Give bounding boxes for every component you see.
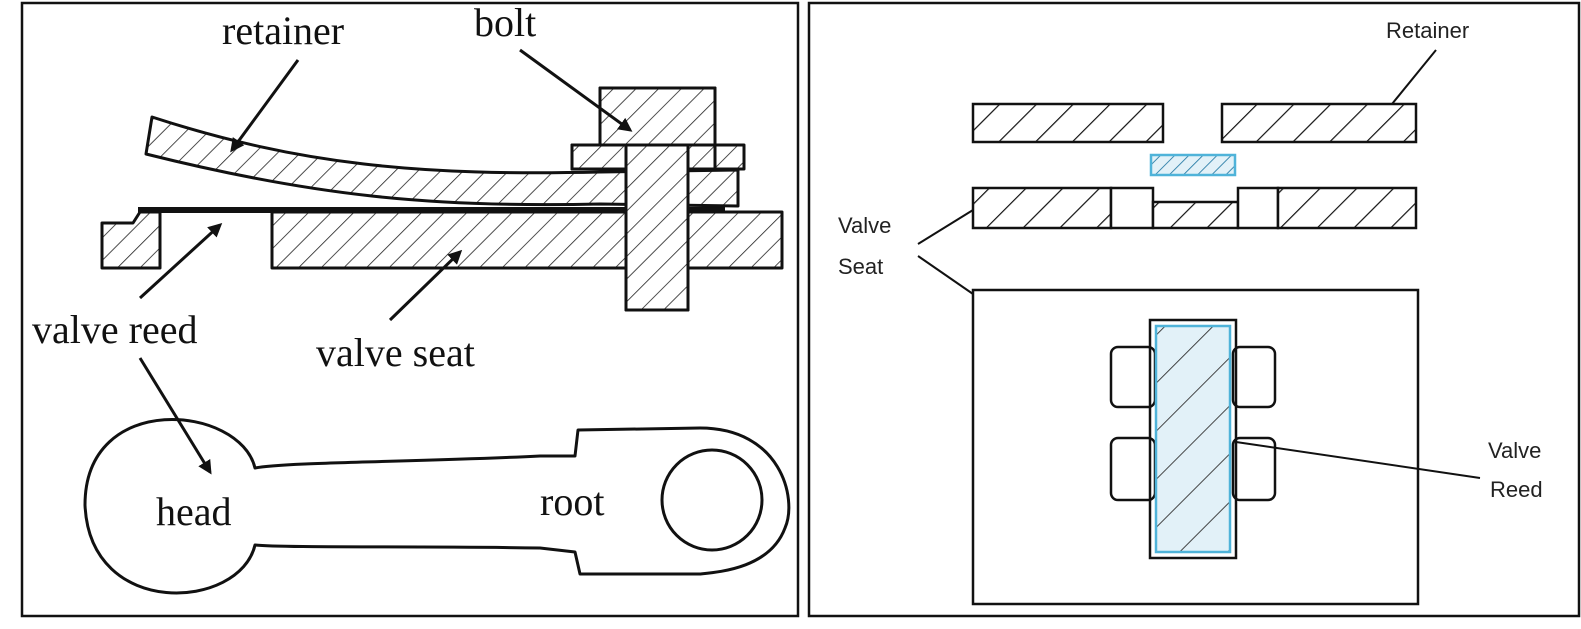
label-valve-seat: valve seat [316, 330, 475, 375]
port-top-right [1231, 345, 1277, 409]
reed-plan-outline [83, 418, 791, 595]
label-valve-seat-line2: Seat [838, 254, 883, 279]
left-panel: retainer bolt valve reed valve seat head… [20, 0, 800, 618]
valve-seat-port-right [1236, 186, 1280, 230]
port-bottom-left [1109, 436, 1157, 502]
valve-seat-section-right [1276, 186, 1418, 230]
label-valve-reed: valve reed [32, 307, 197, 352]
left-panel-frame [20, 1, 800, 618]
arrow-head [138, 357, 212, 475]
arrow-retainer [230, 59, 300, 153]
bolt-shank [624, 143, 690, 312]
valve-seat-left-block [100, 210, 162, 270]
valve-seat-section-mid [1151, 200, 1240, 230]
bolt-head [598, 86, 717, 147]
valve-seat-plan [971, 288, 1420, 606]
label-root: root [540, 479, 604, 524]
retainer-block-left [971, 102, 1165, 144]
retainer-plate [144, 115, 740, 208]
label-valve-reed-line1: Valve [1488, 438, 1541, 463]
label-retainer-right: Retainer [1386, 18, 1469, 43]
valve-reed-plan-outer [1148, 318, 1238, 560]
leader-valve-seat-plan [917, 255, 974, 295]
leader-retainer [1391, 49, 1437, 105]
valve-reed-plan-inner [1154, 324, 1232, 554]
leader-valve-seat-section [917, 209, 974, 245]
valve-reed-section [1149, 153, 1237, 177]
leader-valve-reed [1235, 441, 1481, 479]
label-head: head [156, 489, 232, 534]
root-hole [660, 448, 764, 552]
retainer-block-right [1220, 102, 1418, 144]
arrow-valve-seat [388, 249, 463, 322]
label-bolt: bolt [474, 0, 536, 45]
valve-seat-section-left [971, 186, 1113, 230]
arrow-valve-reed [138, 222, 223, 300]
right-panel-frame [807, 1, 1581, 618]
valve-seat-port-left [1109, 186, 1155, 230]
valve-seat-main-block [270, 210, 784, 270]
label-valve-reed-line2: Reed [1490, 477, 1543, 502]
port-top-left [1109, 345, 1157, 409]
port-bottom-right [1231, 436, 1277, 502]
label-valve-seat-line1: Valve [838, 213, 891, 238]
arrow-bolt [519, 48, 633, 132]
right-panel: Retainer Valve Seat Valve Reed [807, 1, 1581, 618]
label-retainer: retainer [222, 8, 344, 53]
